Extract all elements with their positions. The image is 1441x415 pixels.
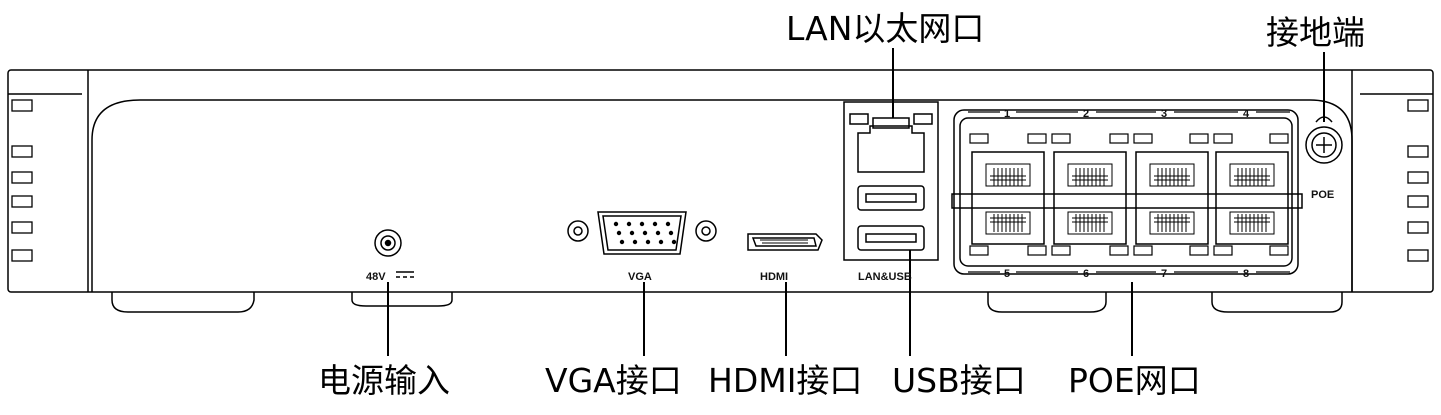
poe-block xyxy=(951,109,1303,275)
left-vents xyxy=(11,99,33,262)
poe-port-number: 8 xyxy=(1243,268,1249,280)
ground-screw xyxy=(1305,116,1343,164)
hdmi-connector xyxy=(747,233,823,251)
callout-vga: VGA接口 xyxy=(545,361,682,400)
poe-port-number: 3 xyxy=(1161,108,1167,120)
feet xyxy=(111,292,1343,313)
poe-port-number: 6 xyxy=(1083,268,1089,280)
chassis xyxy=(7,69,1434,293)
callout-lan-port: LAN以太网口 xyxy=(786,9,985,48)
power-panel-label: 48V xyxy=(366,271,386,283)
vga-pins xyxy=(613,221,677,245)
callout-poe: POE网口 xyxy=(1068,361,1201,400)
callout-ground: 接地端 xyxy=(1266,13,1365,52)
vga-connector xyxy=(567,211,717,255)
hdmi-panel-label: HDMI xyxy=(760,271,788,283)
right-vents xyxy=(1407,99,1429,262)
poe-port-number: 7 xyxy=(1161,268,1167,280)
power-jack xyxy=(374,229,414,278)
callout-power-input: 电源输入 xyxy=(318,361,450,400)
poe-panel-label: POE xyxy=(1311,189,1334,201)
poe-port-number: 4 xyxy=(1243,108,1250,120)
poe-port-number: 1 xyxy=(1004,108,1010,120)
leader-lines xyxy=(387,48,1325,356)
poe-ports xyxy=(969,151,1289,256)
lan-usb-block xyxy=(843,101,939,261)
vga-panel-label: VGA xyxy=(628,271,652,283)
panel-labels: 48V VGA HDMI LAN&USB POE 1 2 3 4 5 6 7 8 xyxy=(366,108,1334,283)
poe-port-number: 5 xyxy=(1004,268,1010,280)
callout-hdmi: HDMI接口 xyxy=(708,361,863,400)
poe-port-number: 2 xyxy=(1083,108,1089,120)
lan-usb-panel-label: LAN&USB xyxy=(858,271,912,283)
callout-usb: USB接口 xyxy=(892,361,1026,400)
